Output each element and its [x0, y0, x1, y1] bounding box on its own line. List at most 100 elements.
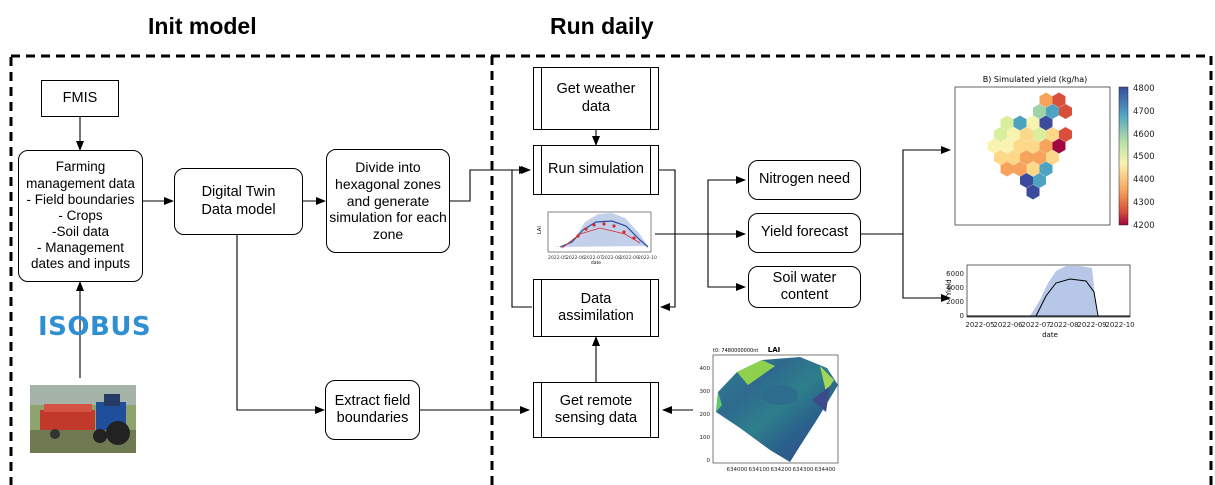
- yield-hex: [1039, 115, 1053, 131]
- yield-ts-xtick: 2022-09: [1077, 321, 1106, 329]
- dashed-frame: [9, 54, 1213, 485]
- yield-hex: [1007, 150, 1020, 165]
- run-daily-heading: Run daily: [550, 13, 654, 39]
- digital-twin-box: Digital Twin Data model: [174, 168, 303, 235]
- yield-map-hexes: [987, 92, 1072, 200]
- yield-hex: [1052, 138, 1066, 154]
- arrow-twin-to-extract: [236, 235, 325, 414]
- yield-hex: [994, 127, 1007, 142]
- remote-sensing-label: Get remote sensing data: [554, 392, 638, 426]
- yield-forecast-box: Yield forecast: [748, 213, 861, 253]
- yield-forecast-label: Yield forecast: [760, 224, 849, 241]
- run-simulation-box: Run simulation: [533, 145, 659, 195]
- lai-plot-ylabel: LAI: [537, 226, 543, 234]
- yield-ts-ytick: 6000: [946, 270, 964, 278]
- remote-sensing-box: Get remote sensing data: [533, 382, 659, 438]
- tractor-photo: [30, 385, 136, 453]
- lai-map-ytick: 100: [700, 435, 711, 441]
- isobus-logo: ISOBUS: [38, 312, 152, 342]
- data-assimilation-box: Data assimilation: [533, 279, 659, 337]
- arrow-to-nitrogen: [707, 176, 746, 234]
- yield-hex: [1026, 161, 1040, 177]
- colorbar-tick: 4800: [1133, 84, 1155, 94]
- lai-plot-xtick: 2022-09: [620, 255, 639, 261]
- farming-data-box: Farming management data - Field boundari…: [18, 150, 143, 282]
- arrow-assim-to-run: [511, 166, 532, 308]
- yield-hex: [1046, 104, 1059, 119]
- yield-hex: [1013, 138, 1027, 154]
- yield-hex: [1000, 161, 1014, 177]
- init-model-heading: Init model: [148, 13, 257, 39]
- yield-hex: [1039, 92, 1053, 108]
- divide-zones-label: Divide into hexagonal zones and generate…: [329, 159, 447, 243]
- lai-map-ytick: 0: [707, 458, 711, 464]
- lai-plot-xlabel: date: [591, 260, 601, 266]
- yield-hex: [1033, 104, 1046, 119]
- colorbar-tick: 4200: [1133, 221, 1155, 231]
- yield-map-title: B) Simulated yield (kg/ha): [983, 75, 1087, 84]
- fmis-box: FMIS: [41, 80, 119, 117]
- digital-twin-label: Digital Twin Data model: [201, 184, 276, 218]
- yield-ts-xtick: 2022-06: [993, 321, 1023, 329]
- lai-map-xtick: 634100: [749, 467, 770, 473]
- lai-plot-xtick: 2022-08: [602, 255, 621, 261]
- yield-ts-xtick: 2022-07: [1021, 321, 1050, 329]
- fmis-label: FMIS: [62, 89, 98, 106]
- yield-hex: [1059, 104, 1072, 119]
- yield-hex: [1033, 127, 1046, 142]
- extract-boundaries-box: Extract field boundaries: [325, 380, 420, 440]
- yield-ts-xlabel: date: [1042, 331, 1058, 339]
- arrow-to-soilwater: [707, 234, 746, 291]
- soil-water-box: Soil water content: [748, 266, 861, 308]
- yield-hex: [1026, 138, 1040, 154]
- colorbar-tick: 4600: [1133, 130, 1155, 140]
- yield-hex: [1020, 127, 1033, 142]
- yield-hex: [1020, 150, 1033, 165]
- run-simulation-label: Run simulation: [548, 161, 644, 178]
- arrow-yield-to-timeseries: [902, 234, 951, 302]
- yield-ts-ylabel: Yield: [945, 279, 953, 297]
- yield-hex: [1013, 115, 1027, 131]
- lai-map-xtick: 634000: [727, 467, 748, 473]
- lai-map-corner: t0: 7480000000nt: [713, 348, 758, 354]
- extract-boundaries-label: Extract field boundaries: [334, 392, 411, 426]
- yield-ts-xtick: 2022-08: [1049, 321, 1078, 329]
- lai-map-xtick: 634200: [771, 467, 792, 473]
- lai-map-ytick: 300: [700, 389, 711, 395]
- arrow-run-to-assim: [658, 169, 676, 311]
- yield-hex: [994, 150, 1007, 165]
- yield-ts-ytick: 2000: [946, 298, 964, 306]
- yield-ts-xtick: 2022-10: [1105, 321, 1134, 329]
- lai-map-xtick: 634300: [793, 467, 814, 473]
- arrow-yield-to-map: [861, 146, 951, 235]
- colorbar-tick: 4300: [1133, 198, 1155, 208]
- lai-plot-xtick: 2022-06: [566, 255, 585, 261]
- yield-map-plot: B) Simulated yield (kg/ha) 4800 4700 460…: [954, 75, 1155, 231]
- yield-ts-ytick: 0: [960, 312, 964, 320]
- soil-water-label: Soil water content: [772, 269, 837, 303]
- lai-plot-xtick: 2022-05: [548, 255, 567, 261]
- lai-map-title: LAI: [768, 346, 780, 354]
- yield-hex: [1026, 115, 1040, 131]
- yield-hex: [1020, 173, 1033, 188]
- yield-hex: [1052, 92, 1066, 108]
- colorbar-tick: 4400: [1133, 175, 1155, 185]
- nitrogen-need-label: Nitrogen need: [758, 171, 851, 188]
- yield-hex: [1000, 115, 1014, 131]
- lai-timeseries-plot: LAI 2022-05 2022-06 2022-07 2022-08 2022…: [537, 211, 657, 266]
- yield-hex: [1039, 138, 1053, 154]
- get-weather-box: Get weather data: [533, 67, 659, 130]
- yield-hex: [1033, 173, 1046, 188]
- yield-hex: [1033, 150, 1046, 165]
- farming-data-label: Farming management data - Field boundari…: [26, 159, 135, 272]
- yield-hex: [1046, 150, 1059, 165]
- divide-zones-box: Divide into hexagonal zones and generate…: [326, 149, 450, 253]
- data-assimilation-label: Data assimilation: [558, 290, 634, 324]
- lai-map-plot: t0: 7480000000nt LAI 400 300 200 100 0 6…: [700, 346, 839, 473]
- lai-plot-xtick: 2022-10: [638, 255, 657, 261]
- yield-timeseries-plot: Yield 6000 4000 2000 0 2022-05 2022-06 2…: [945, 264, 1135, 339]
- yield-hex: [1013, 161, 1027, 177]
- yield-hex: [1046, 127, 1059, 142]
- colorbar-tick: 4700: [1133, 107, 1155, 117]
